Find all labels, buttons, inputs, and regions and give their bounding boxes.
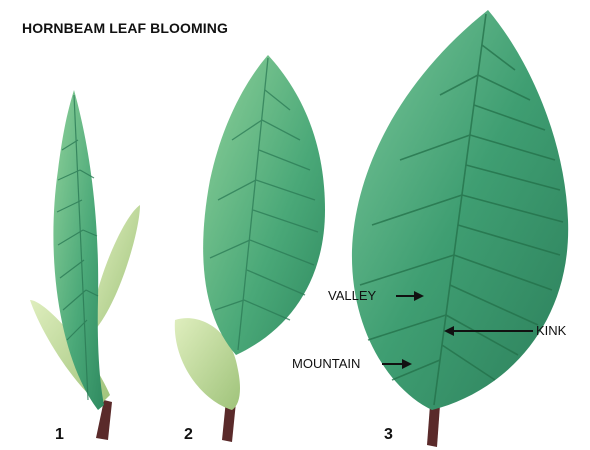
stage-3-label: 3 [384,426,393,444]
diagram-title: HORNBEAM LEAF BLOOMING [22,20,228,36]
valley-label: VALLEY [328,288,376,303]
kink-label: KINK [536,323,566,338]
stage-1-leaf [53,90,104,410]
stage-2-label: 2 [184,426,193,444]
stage-2-plant [175,55,325,442]
stage-3-plant [352,10,568,447]
stage-1-plant [30,90,140,440]
mountain-label: MOUNTAIN [292,356,360,371]
stage-3-stem [427,405,440,447]
stage-1-label: 1 [55,426,64,444]
stage-1-bud-right [92,205,140,330]
